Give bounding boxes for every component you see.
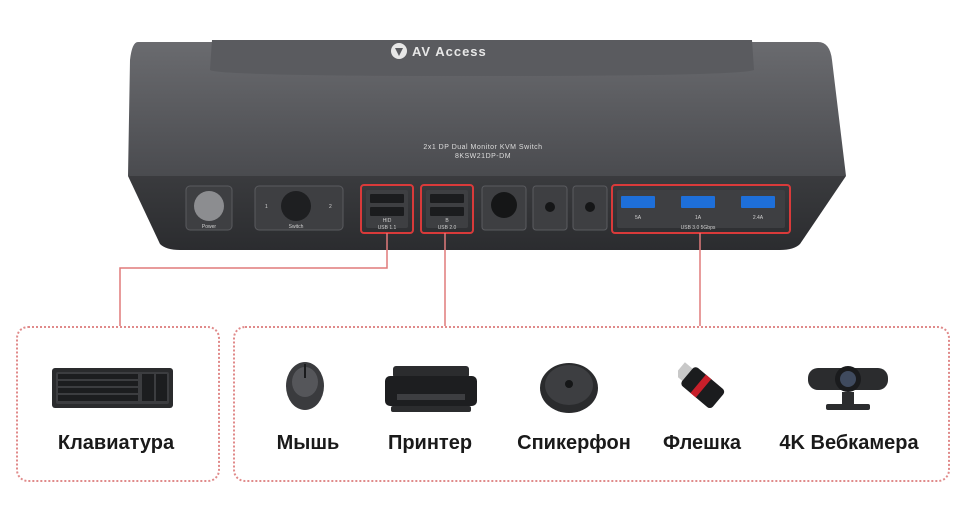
switch-button-icon (281, 191, 311, 221)
brand-name: AV Access (412, 44, 487, 59)
webcam-label: 4K Вебкамера (779, 432, 919, 454)
mic-jack-icon (545, 202, 555, 212)
printer-label: Принтер (387, 432, 473, 454)
keyboard-icon (52, 368, 173, 408)
model-line-1: 2x1 DP Dual Monitor KVM Switch (423, 144, 542, 151)
mouse-icon (286, 362, 324, 410)
connector-keyboard (119, 233, 388, 326)
speakerphone-icon (540, 363, 598, 413)
mouse-label: Мышь (276, 432, 340, 454)
device-top-surface (128, 42, 846, 176)
usb3-port-1 (621, 196, 655, 208)
device-lid (210, 40, 754, 76)
power-button-icon (194, 191, 224, 221)
printer-icon (385, 366, 477, 412)
switch-right-number: 2 (329, 204, 332, 210)
hid-sub-label: HID (383, 218, 392, 224)
hid-usb-port-bottom (370, 207, 404, 216)
hid-port-label: USB 1.1 (378, 225, 397, 231)
usb20-port-bottom (430, 207, 464, 216)
usb3-port-3-label: 2.4A (753, 215, 764, 221)
usb20-ports-highlight (420, 184, 474, 234)
flash-drive-icon (678, 362, 725, 409)
power-label: Power (202, 224, 217, 230)
switch-label: Switch (289, 224, 304, 230)
usb3-port-2-label: 1A (695, 215, 702, 221)
keyboard-label: Клавиатура (57, 432, 175, 454)
usb3-group-label: USB 3.0 5Gbps (681, 225, 716, 231)
usb20-port-label: USB 2.0 (438, 225, 457, 231)
headphone-jack-icon (585, 202, 595, 212)
usb20-port-top (430, 194, 464, 203)
usb20-sub-label: B (445, 218, 449, 224)
usb3-port-3 (741, 196, 775, 208)
flash-drive-label: Флешка (663, 432, 741, 454)
switch-left-number: 1 (265, 204, 268, 210)
keyboard-group-box (16, 326, 220, 482)
usb3-ports-highlight (611, 184, 791, 234)
usb3-port-1-label: 5A (635, 215, 642, 221)
dc-port-icon (491, 192, 517, 218)
speakerphone-label: Спикерфон (517, 432, 631, 454)
model-line-2: 8KSW21DP-DM (455, 153, 511, 160)
hid-usb-port-top (370, 194, 404, 203)
webcam-icon (808, 366, 888, 410)
usb3-port-2 (681, 196, 715, 208)
